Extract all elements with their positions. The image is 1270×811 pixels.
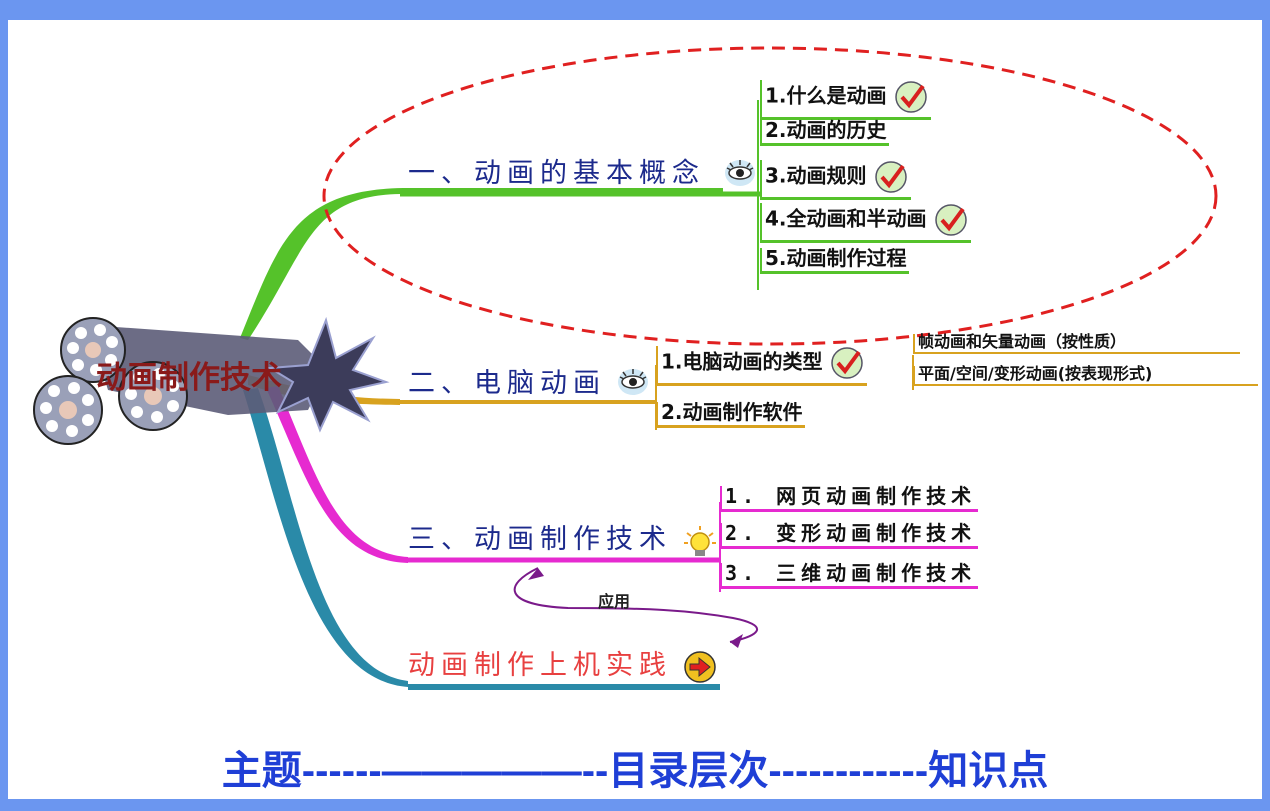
branch-1-child-5[interactable]: 5.动画制作过程 <box>760 248 909 274</box>
child-label: 3.动画规则 <box>765 163 867 188</box>
footer-caption: 主题------—————--目录层次------------知识点 <box>221 749 1049 793</box>
branch-1-child-1[interactable]: 1.什么是动画 <box>760 80 932 120</box>
check-icon <box>831 347 864 379</box>
branch-label-1[interactable]: 一、动画的基本概念 <box>408 158 705 189</box>
branch-1-child-4[interactable]: 4.全动画和半动画 <box>760 203 972 243</box>
child-label: 4.全动画和半动画 <box>765 206 927 231</box>
child-label: 2. 变形动画制作技术 <box>725 521 977 545</box>
check-icon <box>935 204 968 236</box>
child-label: 3. 三维动画制作技术 <box>725 561 977 585</box>
branch-label-3[interactable]: 三、动画制作技术 <box>408 524 672 555</box>
branch-2-child-1[interactable]: 1.电脑动画的类型 <box>656 346 868 386</box>
mindmap-canvas: 动画制作技术 一、动画的基本概念 1.什么是动画 2.动画的历史 3.动画规则 … <box>8 20 1262 799</box>
arrow-right-icon <box>683 650 717 687</box>
central-topic[interactable]: 动画制作技术 <box>96 360 282 396</box>
eye-icon <box>616 367 650 400</box>
branch-connector-4 <box>243 388 408 687</box>
mindmap-connectors <box>33 46 1218 690</box>
branch-label-4[interactable]: 动画制作上机实践 <box>408 650 672 681</box>
branch-3-child-2[interactable]: 2. 变形动画制作技术 <box>720 521 979 549</box>
child-label: 2.动画制作软件 <box>661 400 803 424</box>
branch-3-child-3[interactable]: 3. 三维动画制作技术 <box>720 561 979 589</box>
branch-3-child-1[interactable]: 1. 网页动画制作技术 <box>720 484 979 512</box>
child-label: 2.动画的历史 <box>765 118 887 142</box>
highlight-ellipse <box>322 46 1218 346</box>
branch-1-child-3[interactable]: 3.动画规则 <box>760 160 912 200</box>
central-cable-image <box>33 316 390 445</box>
subchild-label: 帧动画和矢量动画（按性质） <box>918 332 1127 351</box>
eye-icon <box>723 158 757 191</box>
branch-2-subchild-2[interactable]: 平面/空间/变形动画(按表现形式) <box>913 366 1258 386</box>
branch-connector-1 <box>240 188 723 340</box>
child-label: 1.什么是动画 <box>765 83 887 108</box>
branch-2-subchild-1[interactable]: 帧动画和矢量动画（按性质） <box>913 334 1240 354</box>
child-label: 1.电脑动画的类型 <box>661 349 823 374</box>
lightbulb-icon <box>683 525 717 560</box>
relation-label: 应用 <box>598 592 631 611</box>
branch-1-child-2[interactable]: 2.动画的历史 <box>760 120 889 146</box>
check-icon <box>875 161 908 193</box>
check-icon <box>895 81 928 113</box>
subchild-label: 平面/空间/变形动画(按表现形式) <box>918 364 1153 383</box>
child-label: 1. 网页动画制作技术 <box>725 484 977 508</box>
child-label: 5.动画制作过程 <box>765 246 907 270</box>
branch-label-2[interactable]: 二、电脑动画 <box>408 368 606 399</box>
starburst-shape <box>266 316 390 433</box>
relation-arrow <box>513 567 759 643</box>
branch-2-child-2[interactable]: 2.动画制作软件 <box>656 402 805 428</box>
